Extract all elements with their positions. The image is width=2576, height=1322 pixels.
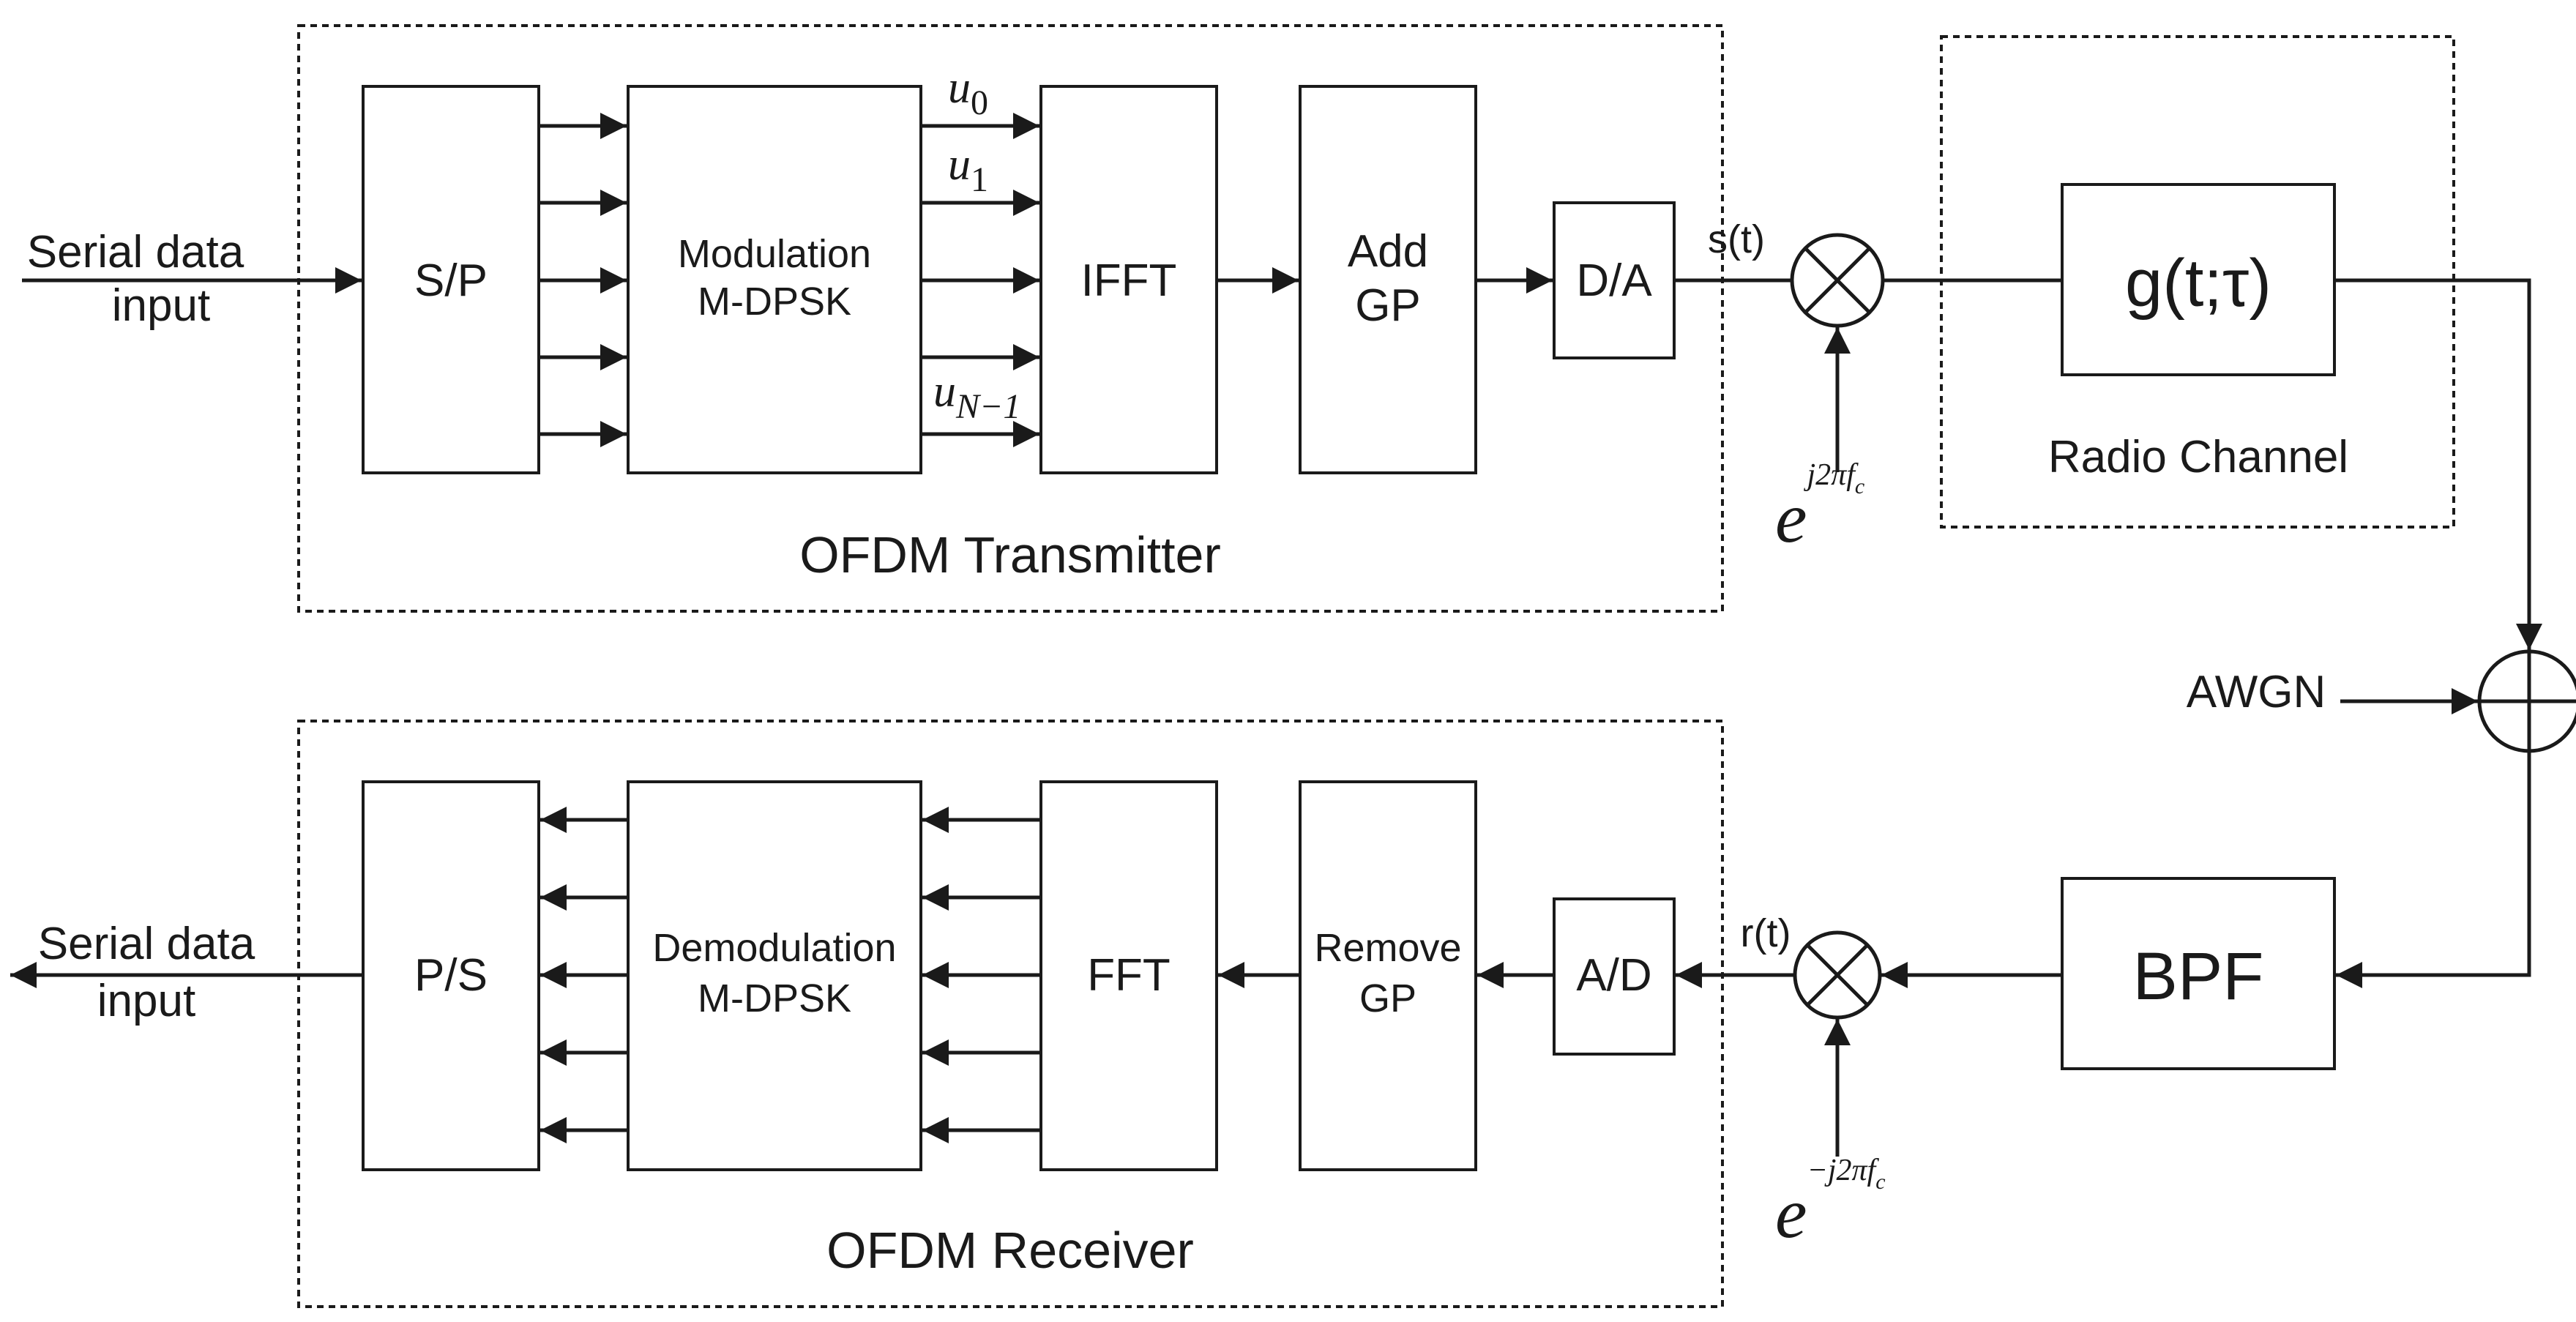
bpf-block <box>2061 877 2336 1070</box>
addgp-label-line2: GP <box>1355 280 1421 331</box>
output-label-line2: input <box>97 976 195 1026</box>
addgp-label-line1: Add <box>1348 226 1428 277</box>
modulation-block <box>627 85 922 474</box>
channel-adder-line <box>2334 278 2542 650</box>
modulation-label-line2: M-DPSK <box>698 280 851 324</box>
fft-block <box>1039 780 1218 1171</box>
fft-label: FFT <box>1087 950 1171 1001</box>
channel-frame <box>1940 35 2455 529</box>
demodulation-label-line1: Demodulation <box>652 926 896 970</box>
removegp-label-line1: Remove <box>1314 926 1461 970</box>
ad-label: A/D <box>1576 950 1651 1001</box>
removegp-label-line2: GP <box>1359 976 1416 1020</box>
rx-mixer-cross <box>1806 944 1869 1007</box>
transmitter-title: OFDM Transmitter <box>799 526 1221 583</box>
input-label-line1: Serial data <box>27 227 244 277</box>
sp-block <box>362 85 540 474</box>
bpf-label: BPF <box>2133 939 2264 1014</box>
input-label-line2: input <box>112 280 210 331</box>
ifft-block <box>1039 85 1218 474</box>
demodulation-label-line2: M-DPSK <box>698 976 851 1020</box>
tx-carrier-label: ej2πfc <box>1775 458 1864 558</box>
ad-block <box>1553 897 1676 1056</box>
addgp-block <box>1299 85 1477 474</box>
removegp-block <box>1299 780 1477 1171</box>
rx-carrier-label: e−j2πfc <box>1775 1154 1886 1253</box>
channel-title: Radio Channel <box>2048 432 2348 482</box>
modulation-label-line1: Modulation <box>678 232 871 276</box>
subcarrier-label-un1: uN−1 <box>933 367 1020 426</box>
sp-label: S/P <box>414 255 488 306</box>
channel-response-block <box>2061 183 2336 376</box>
adder-bpf-line <box>2336 751 2531 988</box>
output-label-line1: Serial data <box>38 919 255 969</box>
receiver-title: OFDM Receiver <box>826 1222 1194 1279</box>
transmitter-frame <box>297 24 1724 613</box>
demodulation-block <box>627 780 922 1171</box>
receiver-frame <box>297 720 1724 1308</box>
subcarrier-label-u0: u0 <box>948 63 988 122</box>
tx-mixer-cross <box>1804 247 1871 314</box>
da-label: D/A <box>1576 255 1652 306</box>
awgn-label: AWGN <box>2187 667 2326 717</box>
rt-signal-label: r(t) <box>1741 911 1791 955</box>
ifft-label: IFFT <box>1081 255 1177 306</box>
channel-response-label: g(t;τ) <box>2125 246 2271 321</box>
ps-label: P/S <box>414 950 488 1001</box>
subcarrier-label-u1: u1 <box>948 140 988 199</box>
ps-block <box>362 780 540 1171</box>
st-signal-label: s(t) <box>1708 217 1765 261</box>
